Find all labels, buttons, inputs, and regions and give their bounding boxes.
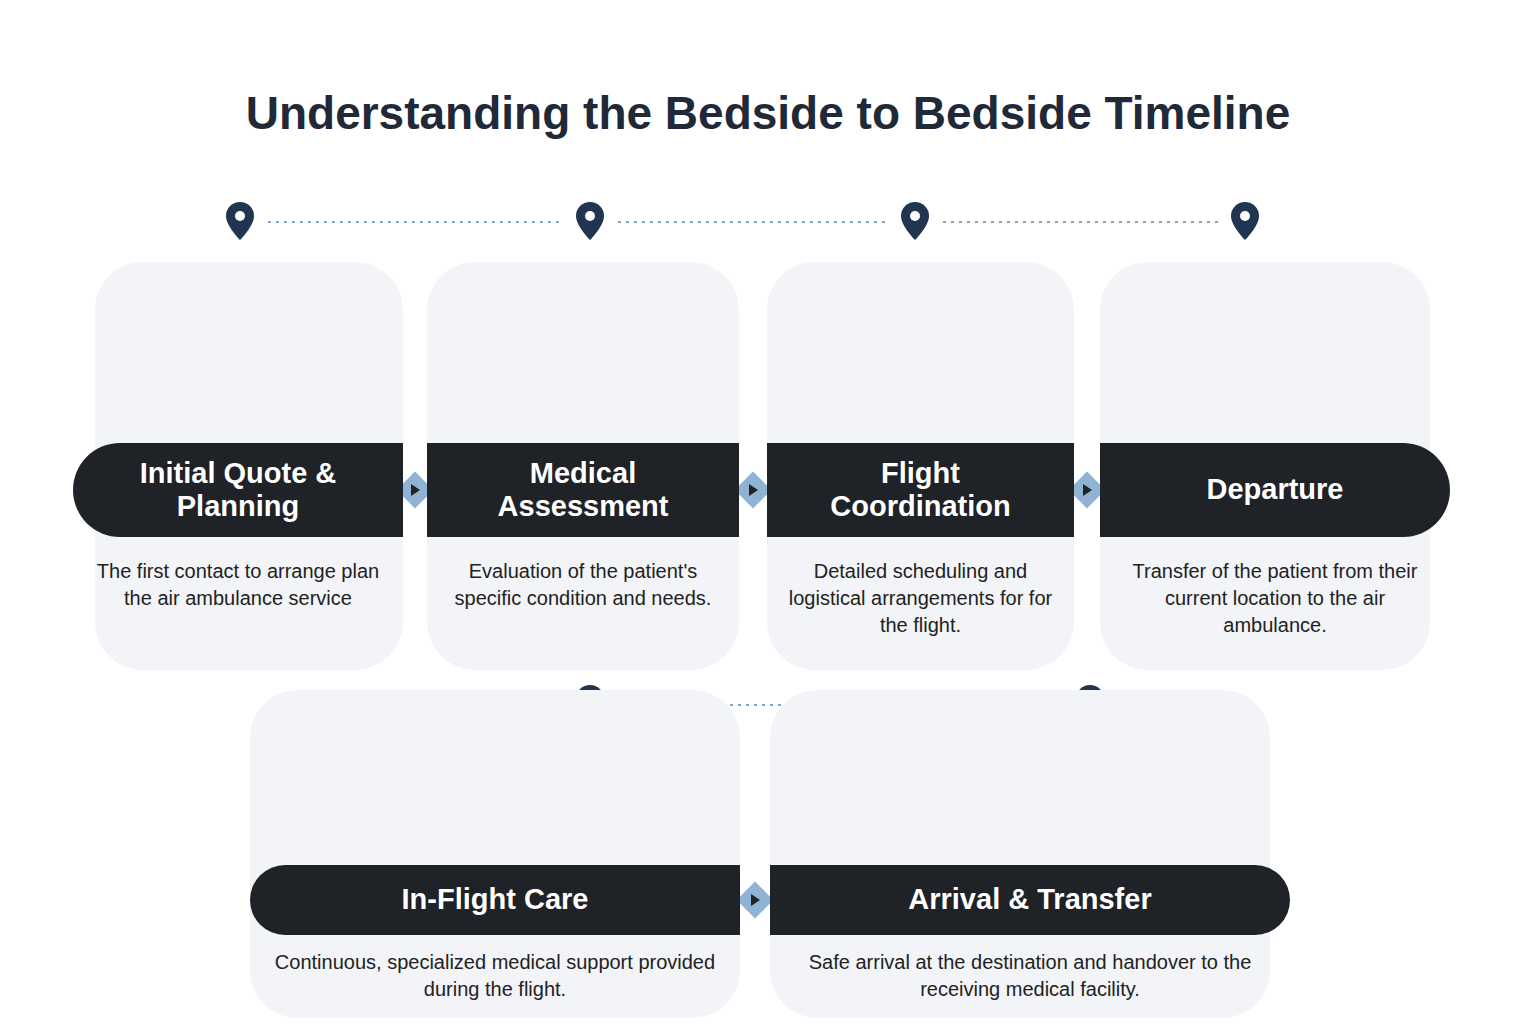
- step-description: Transfer of the patient from their curre…: [1112, 558, 1438, 639]
- step-heading: Medical Assessment: [451, 457, 715, 524]
- step-connector: [737, 882, 774, 919]
- step-band: Initial Quote & Planning: [73, 443, 403, 537]
- timeline-step: Medical AssessmentEvaluation of the pati…: [427, 262, 739, 670]
- step-heading: Arrival & Transfer: [908, 883, 1151, 916]
- step-description: Safe arrival at the destination and hand…: [782, 949, 1278, 1003]
- step-heading: Departure: [1207, 473, 1344, 506]
- step-band: Arrival & Transfer: [770, 865, 1290, 935]
- step-band: Flight Coordination: [767, 443, 1074, 537]
- step-heading: Initial Quote & Planning: [97, 457, 379, 524]
- step-description: The first contact to arrange plan the ai…: [85, 558, 391, 612]
- step-heading: Flight Coordination: [791, 457, 1050, 524]
- step-heading: In-Flight Care: [402, 883, 589, 916]
- step-description: Detailed scheduling and logistical arran…: [779, 558, 1062, 639]
- step-description: Evaluation of the patient's specific con…: [439, 558, 727, 612]
- title: Understanding the Bedside to Bedside Tim…: [0, 86, 1536, 140]
- timeline-step: In-Flight CareContinuous, specialized me…: [250, 690, 740, 1018]
- step-band: Medical Assessment: [427, 443, 739, 537]
- step-band: Departure: [1100, 443, 1450, 537]
- step-band: In-Flight Care: [250, 865, 740, 935]
- timeline-step: DepartureTransfer of the patient from th…: [1100, 262, 1450, 670]
- timeline-step: Arrival & TransferSafe arrival at the de…: [770, 690, 1290, 1018]
- dotted-track: [268, 222, 1218, 705]
- timeline-step: Initial Quote & PlanningThe first contac…: [73, 262, 403, 670]
- step-connector: [735, 472, 772, 509]
- timeline-step: Flight CoordinationDetailed scheduling a…: [767, 262, 1074, 670]
- step-description: Continuous, specialized medical support …: [262, 949, 728, 1003]
